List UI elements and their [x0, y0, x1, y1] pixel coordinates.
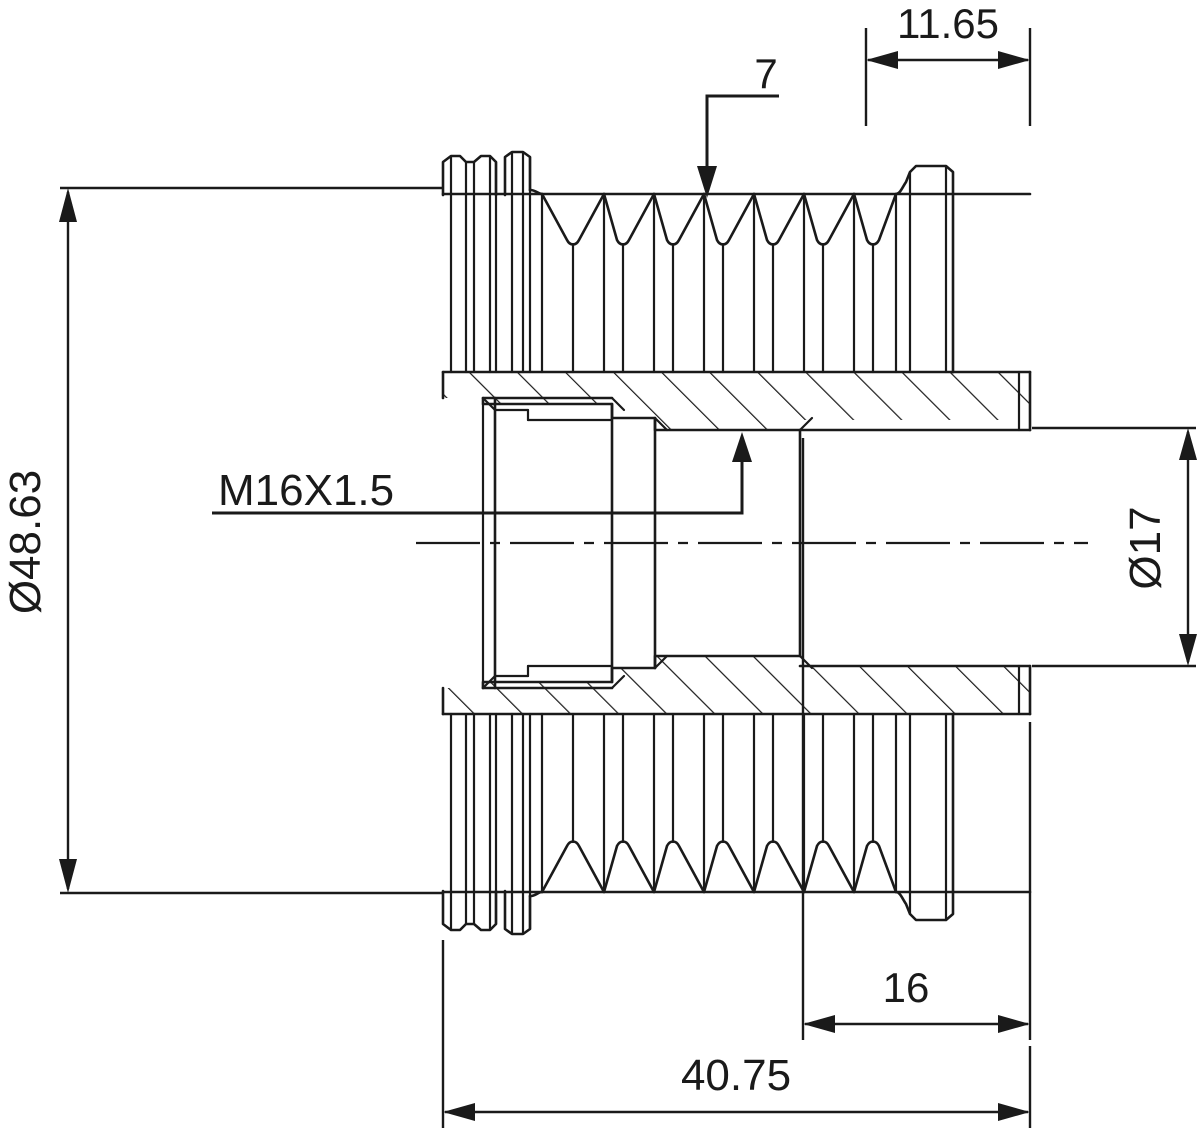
dim-label-shoulder-length: 16	[883, 964, 930, 1011]
dim-label-thread-spec: M16X1.5	[218, 466, 394, 515]
dimension-outer-diameter: Ø48.63	[1, 186, 443, 895]
dimension-hub-length: 11.65	[864, 0, 1032, 126]
dim-label-groove-count: 7	[754, 50, 777, 97]
callout-thread-spec: M16X1.5	[212, 432, 752, 515]
dim-label-overall-length: 40.75	[681, 1051, 791, 1100]
dimension-overall-length: 40.75	[441, 940, 1032, 1128]
dimension-shoulder-length: 16	[801, 438, 1032, 1040]
pulley-lower-profile	[441, 686, 1032, 936]
dim-label-outer-diameter: Ø48.63	[1, 470, 50, 614]
dimension-bore-diameter: Ø17	[1032, 426, 1197, 668]
callout-groove-count: 7	[697, 50, 779, 198]
dim-label-hub-length: 11.65	[897, 0, 999, 47]
dim-label-bore-diameter: Ø17	[1121, 506, 1170, 589]
bore-cavity-geometry	[481, 370, 1032, 716]
pulley-upper-profile	[441, 150, 1032, 400]
